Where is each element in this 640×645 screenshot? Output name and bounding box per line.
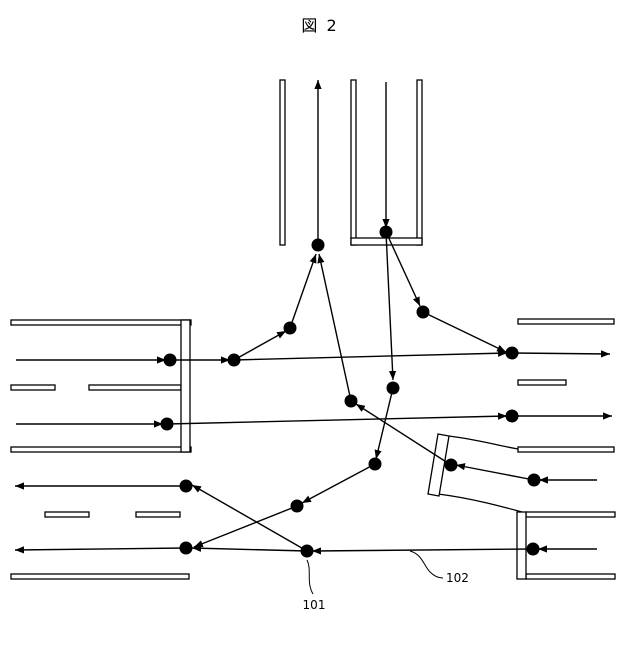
flow-arrow (194, 506, 297, 547)
flow-arrow (512, 353, 610, 354)
east-lane-marking (518, 380, 566, 385)
ref-label-101: 101 (303, 598, 326, 612)
southwest-road (11, 512, 189, 579)
flow-arrow (302, 464, 375, 503)
southeast-road-top-edge (526, 512, 615, 517)
node (528, 474, 541, 487)
reference-labels: 101 102 (303, 551, 469, 612)
node (180, 542, 193, 555)
leader-line-102 (410, 551, 443, 578)
southeast-stop-line (517, 512, 526, 579)
node (345, 395, 358, 408)
flow-arrow (234, 353, 507, 360)
node (387, 382, 400, 395)
west-lane-marking-2 (89, 385, 181, 390)
flow-arrow (386, 232, 393, 380)
figure-title: 図 2 (301, 16, 338, 35)
node (284, 322, 297, 335)
node (527, 543, 540, 556)
flow-arrow (234, 331, 286, 360)
node (164, 354, 177, 367)
node (180, 480, 193, 493)
southeast-road-bottom-edge (526, 574, 615, 579)
flow-arrow (15, 548, 186, 550)
west-stop-line (181, 320, 190, 452)
node (445, 459, 458, 472)
west-road-bottom-edge (11, 447, 191, 452)
ramp-lower-edge (438, 494, 522, 512)
node (161, 418, 174, 431)
flow-arrow (290, 254, 316, 328)
node (506, 410, 519, 423)
node (380, 226, 393, 239)
leader-line-101 (307, 560, 313, 594)
north-road-divider (351, 80, 356, 245)
node (228, 354, 241, 367)
west-road (11, 320, 191, 452)
southwest-lane-marking-2 (136, 512, 180, 517)
flow-arrow (456, 465, 534, 480)
east-road-bottom-edge (518, 447, 614, 452)
east-road (518, 319, 614, 452)
flow-arrow (319, 254, 351, 401)
flow-links (15, 80, 612, 551)
ref-label-102: 102 (446, 571, 469, 585)
nodes (161, 226, 541, 558)
flow-arrow (167, 416, 507, 424)
node (301, 545, 314, 558)
flow-arrow (423, 312, 506, 352)
flow-arrow (376, 388, 393, 459)
east-ramp (428, 434, 522, 512)
node (369, 458, 382, 471)
north-road-left-edge (280, 80, 285, 245)
east-road-top-edge (518, 319, 614, 324)
ramp-upper-edge (449, 436, 518, 449)
flow-arrow (312, 549, 533, 551)
node (312, 239, 325, 252)
southwest-lane-marking-1 (45, 512, 89, 517)
flow-arrow (356, 404, 451, 465)
node (417, 306, 430, 319)
node (506, 347, 519, 360)
north-road-right-edge (417, 80, 422, 245)
node (291, 500, 304, 513)
west-road-top-edge (11, 320, 191, 325)
north-road (280, 80, 422, 245)
flow-arrow (192, 548, 307, 551)
southwest-road-bottom-edge (11, 574, 189, 579)
west-lane-marking-1 (11, 385, 55, 390)
